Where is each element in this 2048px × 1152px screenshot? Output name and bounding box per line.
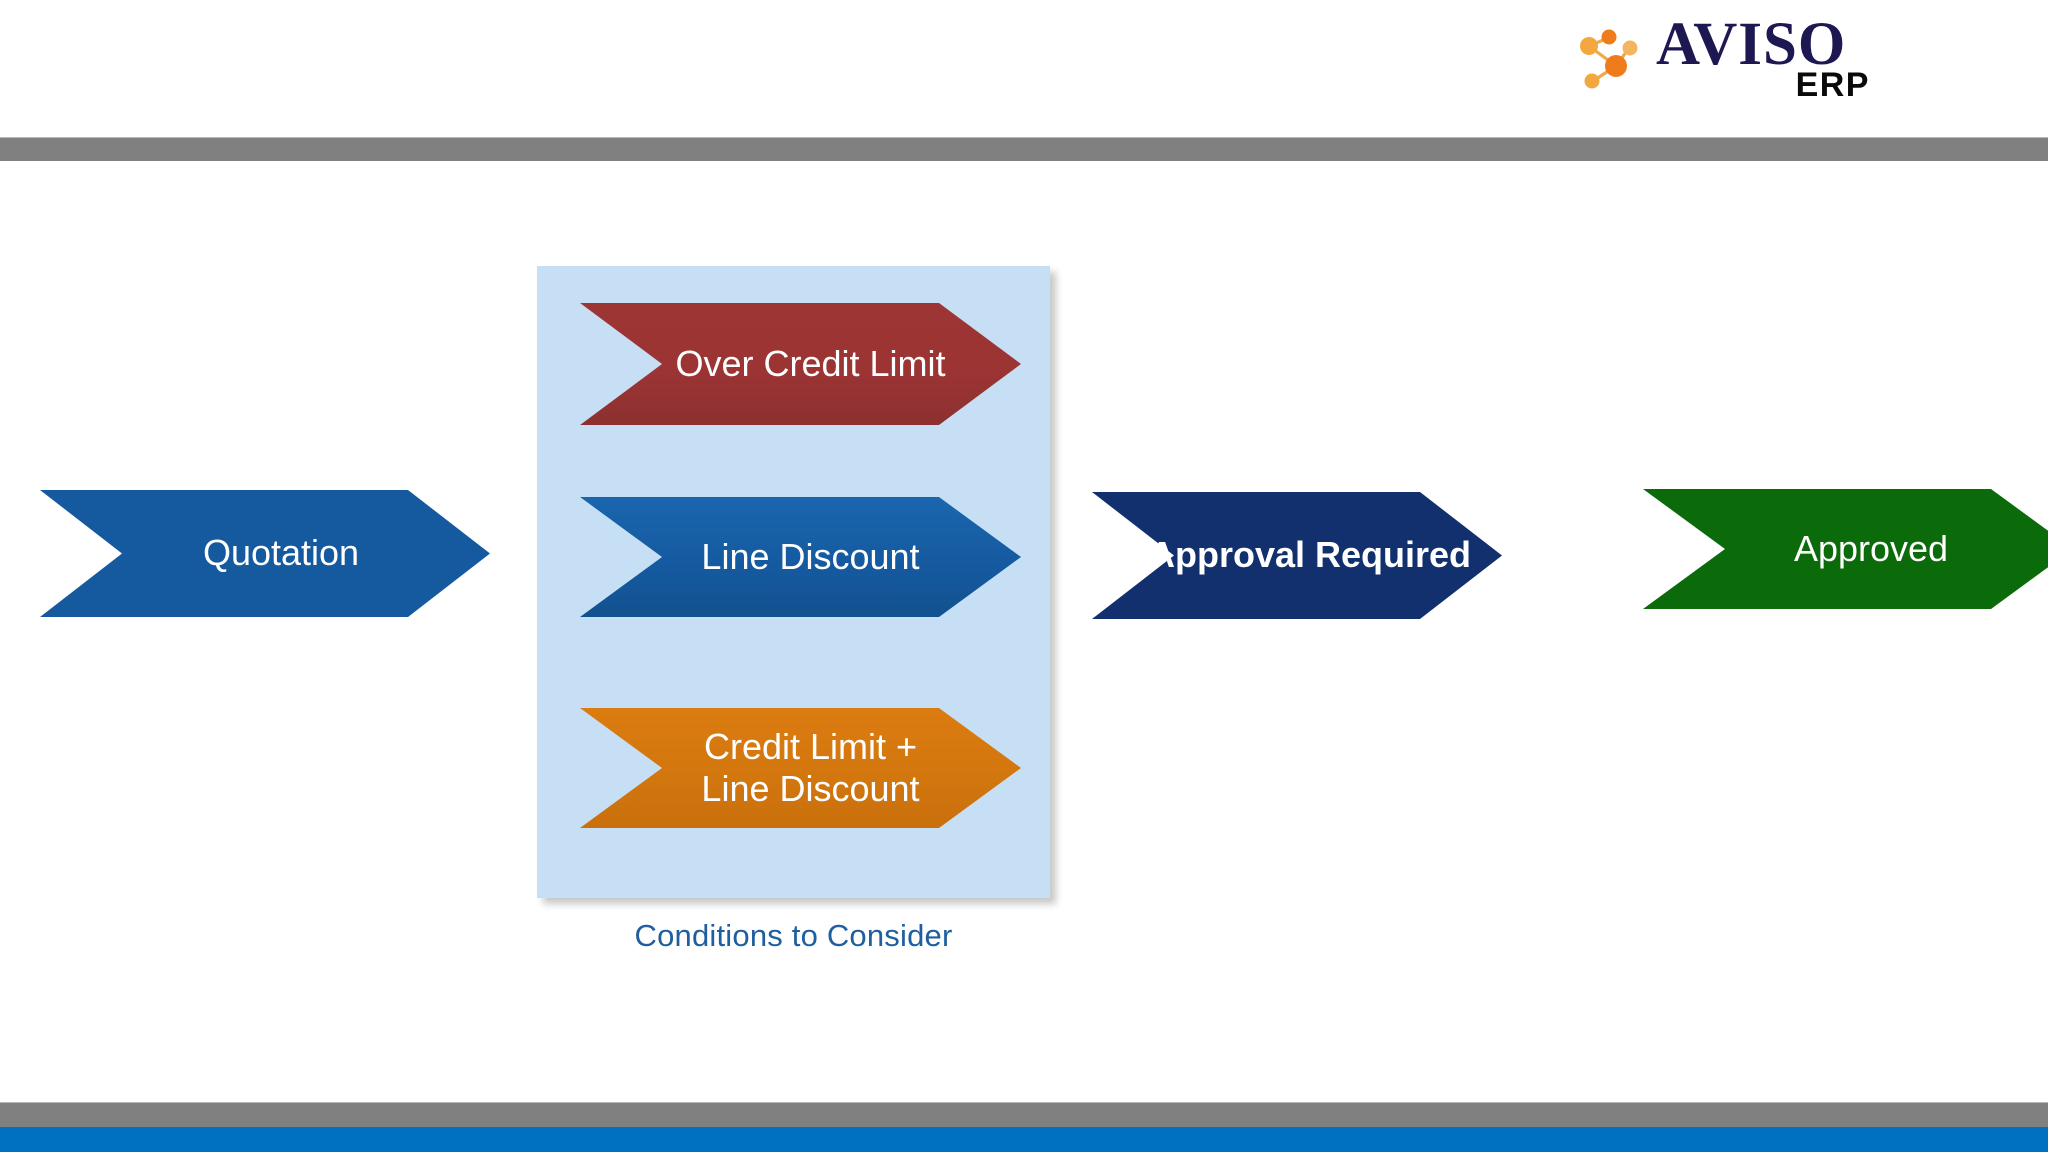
condition-line-discount[interactable]: Line Discount bbox=[580, 497, 1021, 617]
flow-step-approval-required-label: Approval Required bbox=[1148, 534, 1472, 576]
conditions-caption: Conditions to Consider bbox=[634, 918, 953, 953]
logo-subtext: ERP bbox=[1795, 66, 1870, 104]
flow-step-approved-label: Approved bbox=[1793, 527, 1949, 569]
condition-over-credit-limit-label: Over Credit Limit bbox=[675, 342, 946, 384]
condition-line-discount-label: Line Discount bbox=[701, 535, 920, 577]
footer-accent-bar bbox=[0, 1127, 2048, 1152]
flow-step-quotation-label: Quotation bbox=[202, 532, 360, 574]
condition-credit-limit-plus-line-discount-label: Credit Limit + Line Discount bbox=[701, 725, 920, 809]
network-nodes-icon bbox=[1578, 22, 1652, 96]
header-divider-bar bbox=[0, 137, 2048, 161]
flow-step-approval-required[interactable]: Approval Required bbox=[1092, 492, 1502, 619]
aviso-erp-logo: AVISO ERP bbox=[1578, 12, 1878, 104]
logo-wordmark: AVISO bbox=[1656, 11, 1847, 78]
condition-credit-limit-plus-line-discount[interactable]: Credit Limit + Line Discount bbox=[580, 708, 1021, 828]
footer-divider-bar bbox=[0, 1102, 2048, 1127]
flow-step-quotation[interactable]: Quotation bbox=[40, 490, 490, 617]
flow-step-approved[interactable]: Approved bbox=[1643, 489, 2048, 609]
condition-over-credit-limit[interactable]: Over Credit Limit bbox=[580, 303, 1021, 425]
